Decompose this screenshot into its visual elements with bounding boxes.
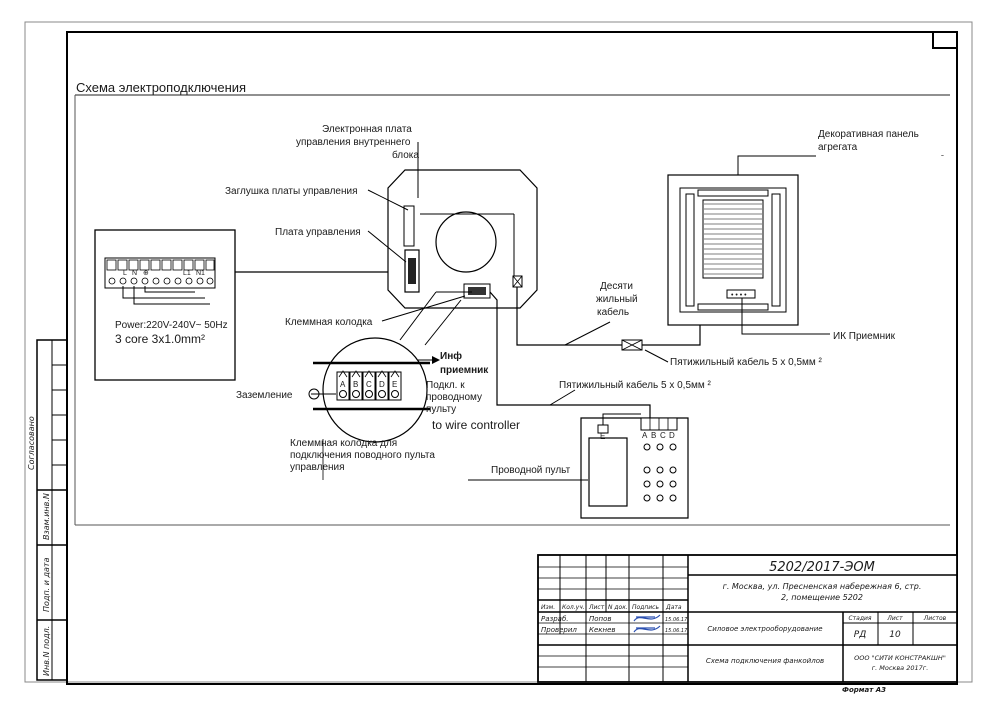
side-label-inventory: Инв.N подл. [42, 626, 51, 676]
remote-terminal-C: C [366, 380, 372, 389]
stage-value: РД [854, 630, 866, 640]
header-docnum: N док. [608, 604, 628, 611]
power-terminal-ground: ⊕ [143, 270, 149, 277]
panel-label-1: Декоративная панель [818, 129, 919, 140]
header-count: Кол.уч. [562, 604, 585, 611]
ir-receiver-connector [726, 289, 756, 299]
indoor-board-label-3: блока [392, 149, 419, 161]
document-code: 5202/2017-ЭОМ [769, 560, 875, 575]
board-plug [403, 205, 415, 247]
wired-remote-label: Проводной пульт [491, 465, 571, 476]
remote-terminal-caption-2: подключения поводного пульта [290, 450, 435, 461]
format-label: Формат А3 [842, 686, 886, 694]
row-checker-date: 15.06.17 [665, 628, 688, 634]
header-date: Дата [665, 604, 682, 611]
indoor-board-label-2: управления внутреннего [296, 137, 411, 148]
side-label-replaces: Взам.инв.N [42, 493, 51, 540]
remote-label-B: B [651, 431, 656, 440]
power-terminal-L: L [123, 270, 127, 277]
five-wire-label-2: Пятижильный кабель 5 х 0,5мм ² [559, 379, 712, 391]
connect-label-1: Подкл. к [426, 380, 465, 391]
developer-signature-icon [633, 614, 661, 622]
remote-label-E: E [600, 432, 605, 441]
corner-stamp [932, 32, 957, 49]
power-terminal-block: L N ⊕ L1 N1 Power:220V-240V~ 50Hz 3 core… [94, 229, 236, 381]
side-label-sign-date: Подп. и дата [42, 557, 51, 612]
svg-text:ˉ: ˉ [941, 153, 944, 163]
row-checker-role: Проверил [541, 626, 577, 634]
scheme-title: Схема электроподключения [76, 80, 246, 95]
left-side-strip: Согласовано Взам.инв.N Подп. и дата Инв.… [27, 339, 68, 681]
title-block: 5202/2017-ЭОМ г. Москва, ул. Пресненская… [537, 554, 958, 683]
panel-grille [702, 199, 764, 279]
remote-terminal-caption-3: управления [290, 462, 345, 473]
ten-wire-label-2: жильный [596, 294, 638, 305]
stage-header: Стадия [848, 615, 871, 622]
power-terminal-cells [106, 259, 215, 285]
power-terminal-N: N [132, 270, 137, 277]
ir-label-1: Инф [440, 350, 462, 362]
remote-cable [489, 291, 651, 418]
row-developer-date: 15.06.17 [665, 617, 688, 623]
drawing-name: Схема подключения фанкойлов [706, 657, 824, 665]
remote-terminal-D: D [379, 380, 385, 389]
company-name: ООО "СИТИ КОНСТРАКШН" [854, 654, 946, 662]
ten-wire-label-1: Десяти [600, 281, 633, 292]
header-change: Изм. [541, 604, 555, 611]
five-wire-label-1: Пятижильный кабель 5 х 0,5мм ² [670, 356, 823, 368]
ir-label-2: приемник [440, 365, 489, 376]
row-checker-name: Кекнев [589, 626, 616, 634]
panel-label-2: агрегата [818, 142, 858, 153]
company-city-year: г. Москва 2017г. [872, 664, 929, 672]
sheets-header: Листов [923, 615, 947, 622]
ten-wire-cable [516, 287, 622, 346]
row-developer-role: Разраб. [541, 615, 569, 623]
section-name: Силовое электрооборудование [707, 625, 822, 633]
side-label-approved: Согласовано [27, 416, 36, 470]
control-board-chip [408, 258, 416, 284]
remote-buttons [643, 443, 677, 502]
remote-label-D: D [669, 431, 675, 440]
address-line-2: 2, помещение 5202 [781, 593, 863, 602]
remote-terminal-E: E [392, 380, 397, 389]
power-terminal-N1: N1 [196, 270, 205, 277]
checker-signature-icon [633, 625, 661, 633]
remote-screen [588, 437, 628, 507]
power-terminal-L1: L1 [183, 270, 191, 277]
connect-label-3: пульту [426, 404, 456, 415]
connect-label-2: проводному [426, 392, 482, 403]
row-developer-name: Попов [589, 615, 612, 623]
control-board-label: Плата управления [275, 227, 361, 238]
header-signature: Подпись [632, 604, 659, 611]
sheet-header: Лист [886, 615, 903, 622]
to-wire-controller-text: to wire controller [432, 418, 520, 432]
ten-wire-label-3: кабель [597, 306, 629, 318]
ir-receiver-label: ИК Приемник [833, 331, 896, 342]
indoor-unit [387, 169, 538, 309]
remote-terminal-caption-1: Клеммная колодка для [290, 438, 397, 449]
fan-circle [435, 211, 497, 273]
remote-terminal-A: A [340, 380, 346, 389]
terminal-block-label: Клеммная колодка [285, 317, 373, 328]
remote-label-C: C [660, 431, 666, 440]
sheet-outer-border [24, 21, 973, 683]
sheet-value: 10 [889, 630, 901, 640]
wired-remote: E A B C D [580, 413, 689, 519]
power-cable-text: 3 core 3x1.0mm² [115, 332, 205, 346]
remote-terminal-B: B [353, 380, 358, 389]
indoor-board-label-1: Электронная плата [322, 124, 412, 135]
remote-terminal-detail: A B C D E [308, 337, 430, 443]
wiring-scheme: Схема электроподключения [74, 80, 950, 526]
svg-text:• • • •: • • • • [731, 292, 747, 299]
decorative-panel: • • • • [667, 174, 799, 326]
board-plug-label: Заглушка платы управления [225, 186, 358, 197]
ground-label: Заземление [236, 390, 293, 401]
address-line-1: г. Москва, ул. Пресненская набережная 6,… [723, 582, 922, 591]
terminal-block-pins [468, 287, 486, 295]
power-spec-text: Power:220V-240V~ 50Hz [115, 320, 228, 331]
remote-label-A: A [642, 431, 648, 440]
header-sheet: Лист [588, 604, 605, 611]
remote-terminal-cells [336, 370, 402, 401]
